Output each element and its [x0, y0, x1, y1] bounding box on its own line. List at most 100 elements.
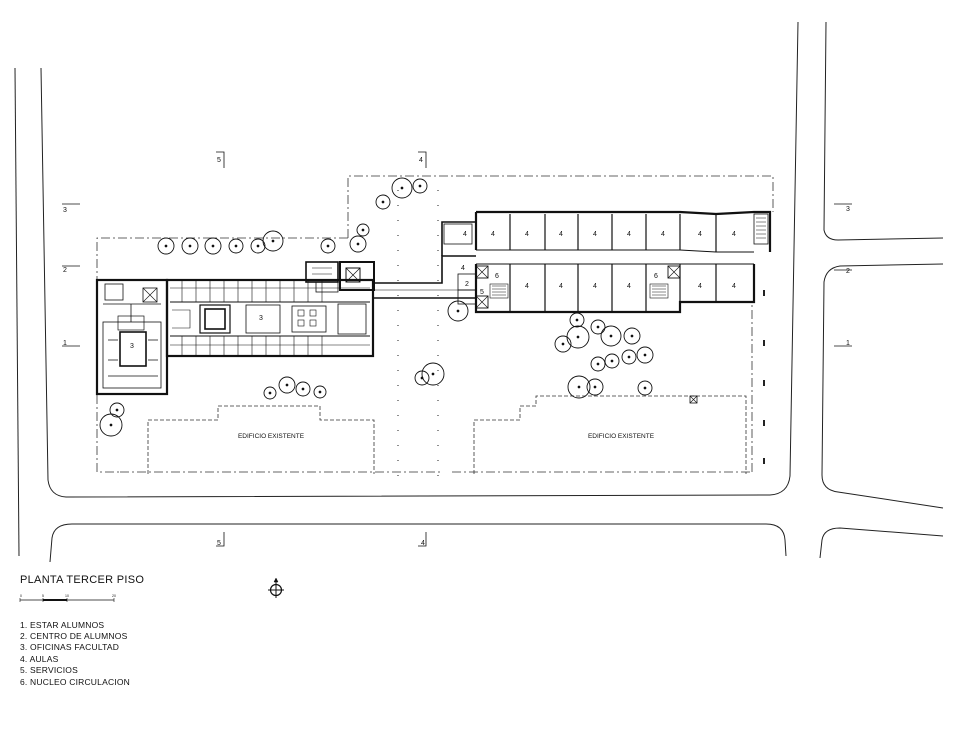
tree-icon	[636, 346, 654, 364]
tree-trunk	[577, 385, 581, 389]
tree-trunk	[356, 242, 360, 246]
axis-label-left: 2	[63, 267, 67, 274]
axis-label-right: 2	[846, 268, 850, 275]
room-number-classroom: 4	[732, 283, 736, 290]
room-number-classroom: 4	[661, 231, 665, 238]
room-number-classroom: 4	[559, 231, 563, 238]
room-number-classroom: 4	[491, 231, 495, 238]
scale-tick: 20	[112, 594, 116, 598]
tree-icon	[320, 238, 336, 254]
room-number-offices: 3	[130, 343, 134, 350]
tree-icon	[412, 178, 428, 194]
scale-tick: 5	[42, 594, 44, 598]
tree-trunk	[115, 408, 119, 412]
tree-icon	[554, 335, 572, 353]
tree-trunk	[593, 385, 597, 389]
street-curbs	[14, 21, 944, 563]
existing-building-labels: EDIFICIO EXISTENTE EDIFICIO EXISTENTE	[238, 433, 655, 440]
tree-icon	[313, 385, 327, 399]
room-number-classroom: 4	[525, 283, 529, 290]
tree-trunk	[643, 353, 647, 357]
scale-tick: 0	[20, 594, 22, 598]
tree-icon	[157, 237, 175, 255]
tree-trunk	[285, 383, 289, 387]
tree-trunk	[188, 244, 192, 248]
tree-trunk	[431, 372, 435, 376]
tree-icon	[250, 238, 266, 254]
room-number-classroom: 4	[698, 231, 702, 238]
tree-icon	[262, 230, 284, 252]
tree-icon	[623, 327, 641, 345]
tree-trunk	[400, 186, 404, 190]
legend-item: 4. AULAS	[20, 654, 59, 664]
legend-item: 2. CENTRO DE ALUMNOS	[20, 631, 128, 641]
tree-icon	[295, 381, 311, 397]
tree-icon	[109, 402, 125, 418]
tree-trunk	[361, 228, 365, 232]
tree-trunk	[418, 184, 422, 188]
existing-building-label: EDIFICIO EXISTENTE	[588, 433, 655, 440]
tree-trunk	[610, 359, 614, 363]
tree-icon	[447, 300, 469, 322]
east-building	[441, 210, 772, 404]
property-boundary	[96, 175, 774, 473]
grid-lines	[397, 190, 439, 476]
axis-label-top: 5	[217, 157, 221, 164]
tree-icon	[204, 237, 222, 255]
axis-labels: 5 4 5 4 3 2 1 3 2 1	[63, 157, 850, 547]
tree-trunk	[271, 239, 275, 243]
north-arrow-icon	[268, 577, 284, 598]
tree-trunk	[609, 334, 613, 338]
room-number-classroom: 4	[463, 231, 467, 238]
tree-trunk	[630, 334, 634, 338]
legend-item: 5. SERVICIOS	[20, 665, 78, 675]
tree-icon	[590, 319, 606, 335]
tree-trunk	[301, 387, 305, 391]
room-number-offices: 3	[259, 315, 263, 322]
tree-trunk	[381, 200, 385, 204]
tree-icon	[590, 356, 606, 372]
tree-trunk	[627, 355, 631, 359]
room-number-services: 5	[480, 289, 484, 296]
tree-trunk	[643, 386, 647, 390]
axis-label-right: 3	[846, 206, 850, 213]
tree-icon	[349, 235, 367, 253]
tree-trunk	[211, 244, 215, 248]
tree-icon	[637, 380, 653, 396]
axis-markers	[62, 151, 852, 547]
west-building	[95, 255, 476, 396]
room-number-classroom: 4	[627, 231, 631, 238]
tree-icon	[356, 223, 370, 237]
tree-icon	[375, 194, 391, 210]
tree-icon	[278, 376, 296, 394]
room-number-classroom: 4	[461, 265, 465, 272]
tree-trunk	[596, 325, 600, 329]
axis-label-left: 3	[63, 207, 67, 214]
room-number-student-center: 2	[465, 281, 469, 288]
room-number-circulation: 6	[654, 273, 658, 280]
scale-tick: 10	[65, 594, 69, 598]
legend-item: 1. ESTAR ALUMNOS	[20, 620, 104, 630]
tree-icon	[604, 353, 620, 369]
tree-trunk	[596, 362, 600, 366]
tree-icon	[391, 177, 413, 199]
existing-buildings	[147, 395, 747, 474]
tree-trunk	[164, 244, 168, 248]
tree-icon	[228, 238, 244, 254]
tree-icon	[99, 413, 123, 437]
room-labels: 4 4 4 4 4 4 4 4 4 4 4 4 4 4 4 4 6 6 5 2 …	[130, 231, 736, 350]
tree-trunk	[326, 244, 330, 248]
tree-trunk	[268, 391, 272, 395]
legend-item: 6. NUCLEO CIRCULACION	[20, 677, 130, 687]
room-number-classroom: 4	[525, 231, 529, 238]
tree-icon	[414, 370, 430, 386]
room-number-classroom: 4	[698, 283, 702, 290]
axis-label-bottom: 5	[217, 540, 221, 547]
axis-label-top: 4	[419, 157, 423, 164]
tree-trunk	[234, 244, 238, 248]
tree-icon	[421, 362, 445, 386]
tree-icon	[600, 325, 622, 347]
tree-trunk	[575, 318, 579, 322]
legend-item: 3. OFICINAS FACULTAD	[20, 642, 119, 652]
room-number-classroom: 4	[593, 231, 597, 238]
